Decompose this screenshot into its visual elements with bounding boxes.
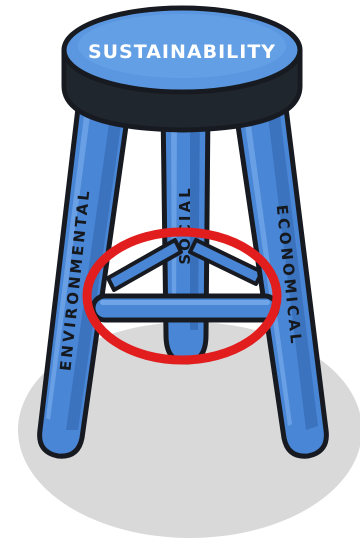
stool-seat [64,8,300,130]
leg-label-middle: SOCIAL [176,185,194,264]
seat-label: SUSTAINABILITY [88,41,276,63]
front-brace [93,296,277,320]
